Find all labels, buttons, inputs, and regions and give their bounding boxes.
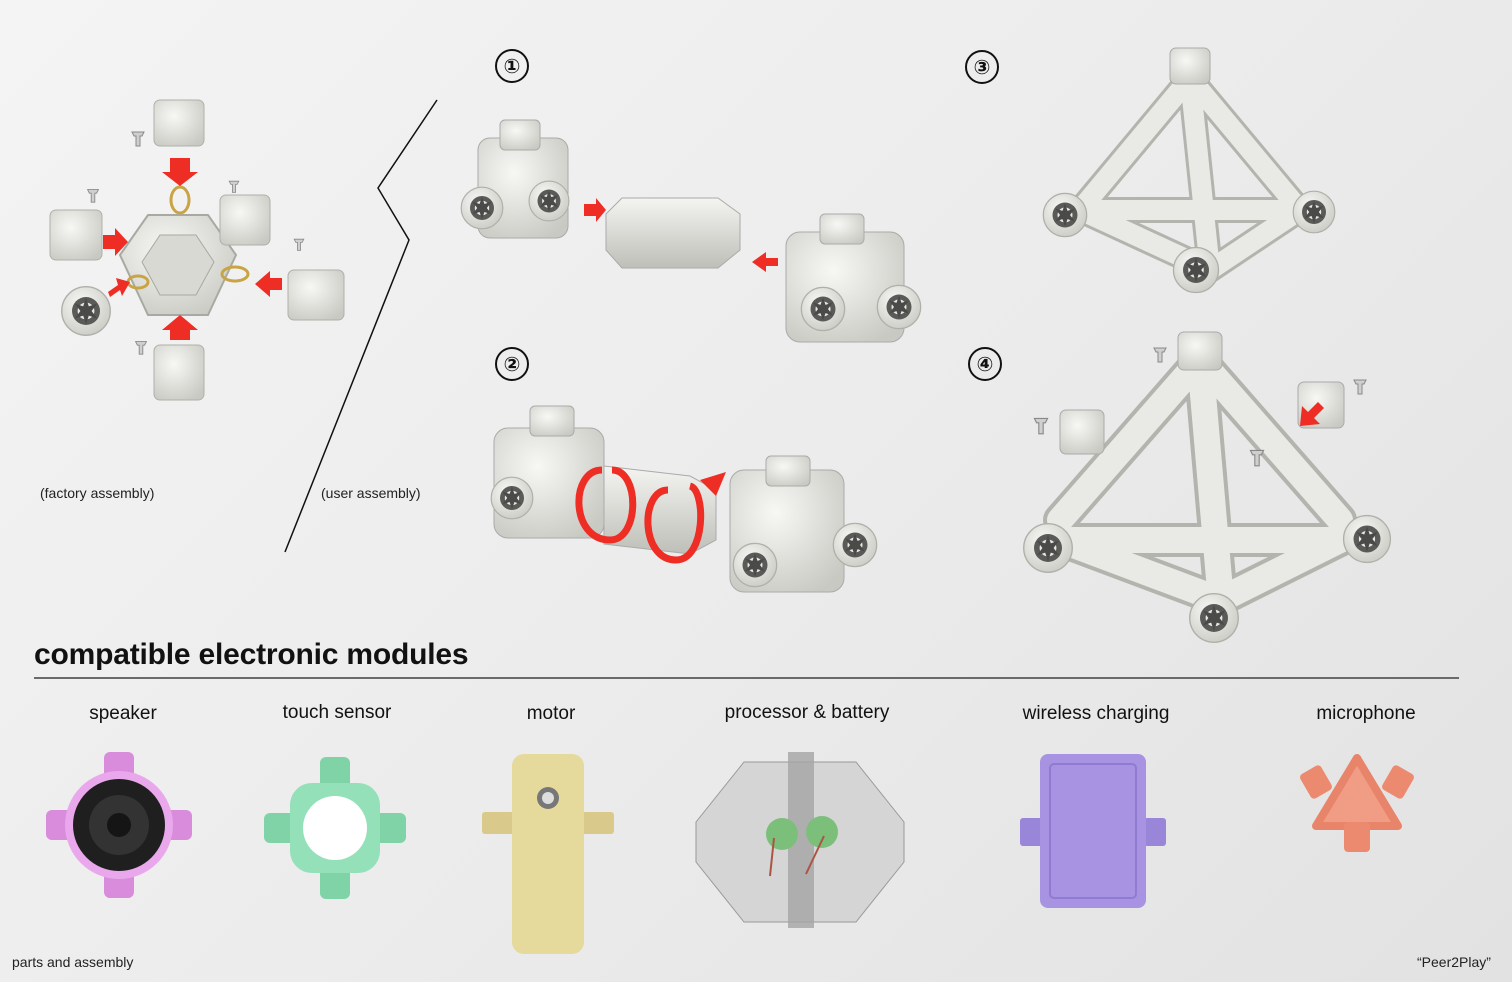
footer-project-title: “Peer2Play”: [1417, 954, 1491, 970]
module-label-speaker: speaker: [89, 703, 157, 724]
factory-assembly-illustration: [49, 99, 345, 401]
step-3-badge: ③: [965, 50, 999, 84]
module-label-wireless-charging: wireless charging: [1022, 703, 1170, 724]
module-label-motor: motor: [526, 703, 576, 724]
step-2-illustration: [490, 405, 878, 593]
modules-section-title: compatible electronic modules: [34, 638, 469, 671]
step-2-badge: ②: [495, 347, 529, 381]
footer-left-caption: parts and assembly: [12, 954, 134, 970]
step-2-number: ②: [503, 353, 521, 376]
step-3-number: ③: [973, 56, 991, 79]
microphone-module-image: [1300, 754, 1414, 852]
user-assembly-caption: (user assembly): [321, 485, 421, 501]
wireless-charging-module-image: [1020, 754, 1166, 908]
assembly-illustrations: [49, 47, 1392, 643]
step-4-illustration: [1023, 331, 1392, 643]
section-divider-line: [284, 99, 438, 553]
module-label-microphone: microphone: [1316, 703, 1416, 724]
factory-assembly-caption: (factory assembly): [40, 485, 155, 501]
step-1-number: ①: [503, 55, 521, 78]
touch-sensor-module-image: [264, 757, 406, 899]
step-4-number: ④: [976, 353, 994, 376]
speaker-module-image: [46, 752, 192, 898]
section-divider: [34, 677, 1459, 679]
module-label-touch-sensor: touch sensor: [282, 702, 392, 723]
processor-battery-module-image: [695, 752, 905, 928]
step-1-illustration: [460, 119, 922, 343]
step-4-badge: ④: [968, 347, 1002, 381]
motor-module-image: [482, 754, 614, 954]
step-1-badge: ①: [495, 49, 529, 83]
module-label-processor-battery: processor & battery: [724, 702, 890, 723]
step-3-illustration: [1042, 47, 1336, 294]
